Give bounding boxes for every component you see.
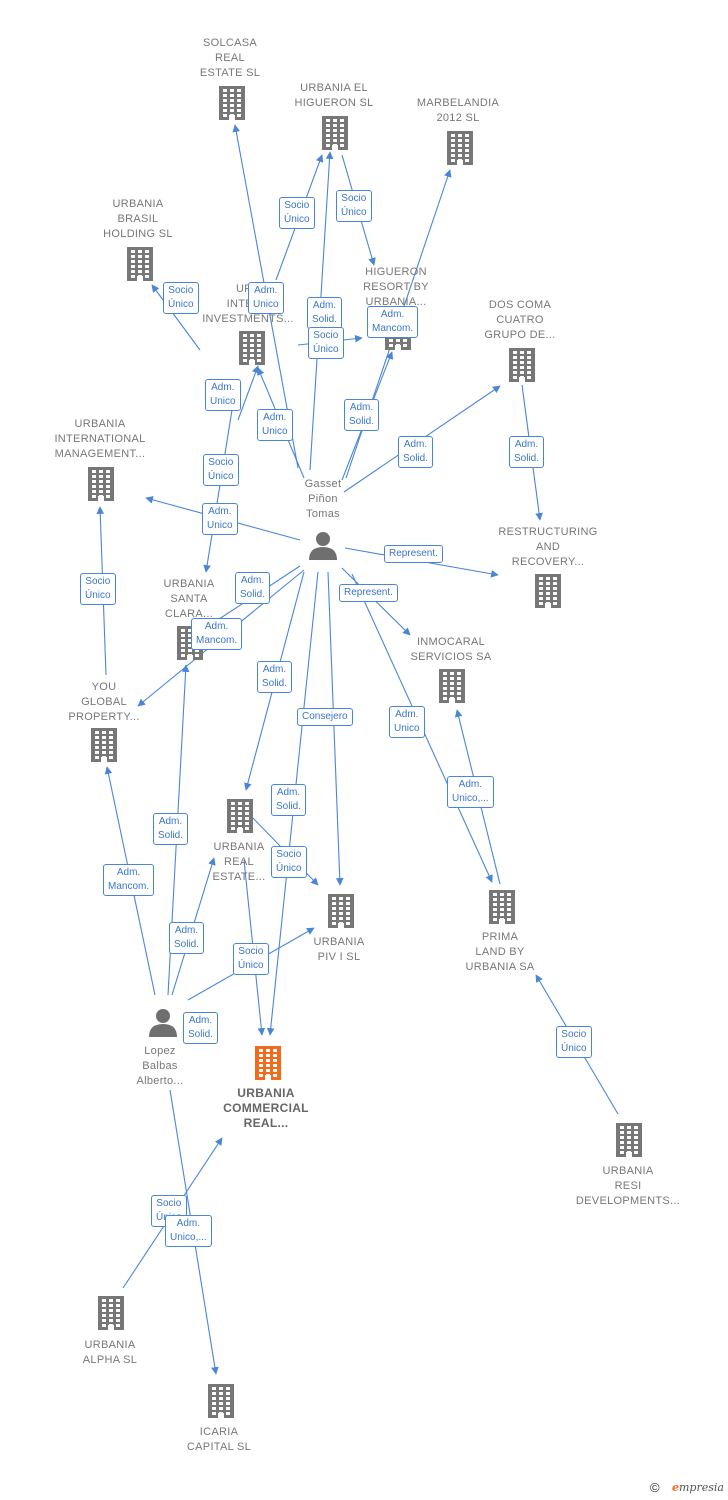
- edge-label-e22[interactable]: Adm. Unico: [389, 706, 425, 738]
- node-label-real_estate[interactable]: URBANIA REAL ESTATE...: [212, 841, 266, 883]
- edge-label-e23[interactable]: Adm. Unico,...: [447, 776, 494, 808]
- building-icon-real_estate[interactable]: [227, 799, 253, 833]
- edge-label-e9[interactable]: Adm. Unico: [257, 409, 293, 441]
- edge-label-e25[interactable]: Adm. Solid.: [153, 813, 189, 845]
- edge-label-e14[interactable]: Adm. Unico: [202, 503, 238, 535]
- edge-label-e24[interactable]: Adm. Solid.: [271, 784, 307, 816]
- building-icon-you_global[interactable]: [91, 728, 117, 762]
- edge-e3: [151, 284, 201, 351]
- edge-label-e17[interactable]: Represent.: [339, 584, 398, 602]
- building-icon-icaria[interactable]: [208, 1384, 234, 1418]
- edge-label-e18[interactable]: Socio Único: [80, 573, 116, 605]
- edge-label-e20[interactable]: Adm. Solid.: [257, 661, 293, 693]
- node-label-gasset[interactable]: Gasset Piñon Tomas: [304, 478, 342, 520]
- edge-label-e33[interactable]: Socio Único: [556, 1026, 592, 1058]
- building-icon-resi[interactable]: [616, 1123, 642, 1157]
- icons-layer: [88, 86, 642, 1418]
- edge-label-e4[interactable]: Adm. Unico: [248, 282, 284, 314]
- edge-label-e5[interactable]: Adm. Solid.: [307, 297, 343, 329]
- node-label-restructuring[interactable]: RESTRUCTURING AND RECOVERY...: [498, 526, 598, 568]
- building-icon-higueron_sl[interactable]: [322, 116, 348, 150]
- edge-label-e28[interactable]: Adm. Solid.: [169, 922, 205, 954]
- copyright-symbol: ©: [650, 1480, 660, 1495]
- edge-label-e26[interactable]: Socio Único: [271, 846, 307, 878]
- building-icon-solcasa[interactable]: [219, 86, 245, 120]
- edge-label-e30[interactable]: Adm. Solid.: [183, 1012, 219, 1044]
- node-label-int_mgmt[interactable]: URBANIA INTERNATIONAL MANAGEMENT...: [54, 418, 146, 460]
- edge-label-e11[interactable]: Adm. Solid.: [398, 436, 434, 468]
- brand-logo-rest: mpresia: [679, 1481, 724, 1494]
- node-label-higueron_sl[interactable]: URBANIA EL HIGUERON SL: [294, 82, 374, 109]
- node-label-you_global[interactable]: YOU GLOBAL PROPERTY...: [68, 681, 140, 723]
- brand-logo-initial: e: [672, 1481, 679, 1494]
- node-label-brasil[interactable]: URBANIA BRASIL HOLDING SL: [103, 198, 173, 240]
- edge-label-e6[interactable]: Socio Único: [308, 327, 344, 359]
- edge-e8: [237, 365, 260, 421]
- edge-label-e10[interactable]: Adm. Solid.: [344, 399, 380, 431]
- edge-label-e7[interactable]: Adm. Mancom.: [367, 306, 419, 338]
- node-label-resi[interactable]: URBANIA RESI DEVELOPMENTS...: [575, 1165, 681, 1207]
- node-label-santa_clara[interactable]: URBANIA SANTA CLARA...: [163, 578, 215, 620]
- brand-logo: empresia: [672, 1481, 724, 1494]
- building-icon-inmocaral[interactable]: [439, 669, 465, 703]
- node-label-lopez[interactable]: Lopez Balbas Alberto...: [136, 1045, 184, 1087]
- building-icon-alpha[interactable]: [98, 1296, 124, 1330]
- building-icon-marbelandia[interactable]: [447, 131, 473, 165]
- building-icon-prima[interactable]: [489, 890, 515, 924]
- node-label-solcasa[interactable]: SOLCASA REAL ESTATE SL: [199, 37, 261, 79]
- person-icon-lopez[interactable]: [149, 1009, 177, 1037]
- edge-label-e27[interactable]: Adm. Mancom.: [103, 864, 155, 896]
- edge-label-e29[interactable]: Socio Único: [233, 943, 269, 975]
- edge-label-e8[interactable]: Adm. Unico: [205, 379, 241, 411]
- building-icon-int_invest[interactable]: [239, 331, 265, 365]
- building-icon-commercial[interactable]: [255, 1046, 281, 1080]
- edge-label-e19[interactable]: Adm. Mancom.: [191, 618, 243, 650]
- node-label-dos_coma[interactable]: DOS COMA CUATRO GRUPO DE...: [484, 299, 556, 341]
- building-icon-brasil[interactable]: [127, 247, 153, 281]
- edge-e21: [327, 571, 344, 886]
- edge-label-e13[interactable]: Socio Único: [203, 454, 239, 486]
- edge-label-e1[interactable]: Socio Único: [279, 197, 315, 229]
- person-icon-gasset[interactable]: [309, 532, 337, 560]
- node-label-higueron_resort[interactable]: HIGUERON RESORT BY URBANIA...: [363, 266, 429, 308]
- edge-label-e15[interactable]: Represent.: [384, 545, 443, 563]
- edge-label-e16[interactable]: Adm. Solid.: [235, 572, 271, 604]
- edge-label-e21[interactable]: Consejero: [297, 708, 353, 726]
- node-label-icaria[interactable]: ICARIA CAPITAL SL: [186, 1426, 252, 1453]
- building-icon-piv[interactable]: [328, 894, 354, 928]
- node-label-inmocaral[interactable]: INMOCARAL SERVICIOS SA: [410, 636, 492, 663]
- node-label-marbelandia[interactable]: MARBELANDIA 2012 SL: [416, 97, 500, 124]
- node-label-alpha[interactable]: URBANIA ALPHA SL: [82, 1339, 138, 1366]
- node-label-piv[interactable]: URBANIA PIV I SL: [313, 936, 365, 963]
- edge-label-e3[interactable]: Socio Único: [163, 282, 199, 314]
- edge-label-e32[interactable]: Adm. Unico,...: [165, 1215, 212, 1247]
- building-icon-int_mgmt[interactable]: [88, 467, 114, 501]
- edge-label-e12[interactable]: Adm. Solid.: [509, 436, 545, 468]
- edge-label-e2[interactable]: Socio Único: [336, 190, 372, 222]
- node-label-commercial[interactable]: URBANIA COMMERCIAL REAL...: [223, 1086, 309, 1130]
- building-icon-dos_coma[interactable]: [509, 348, 535, 382]
- building-icon-restructuring[interactable]: [535, 574, 561, 608]
- node-label-prima[interactable]: PRIMA LAND BY URBANIA SA: [465, 931, 535, 973]
